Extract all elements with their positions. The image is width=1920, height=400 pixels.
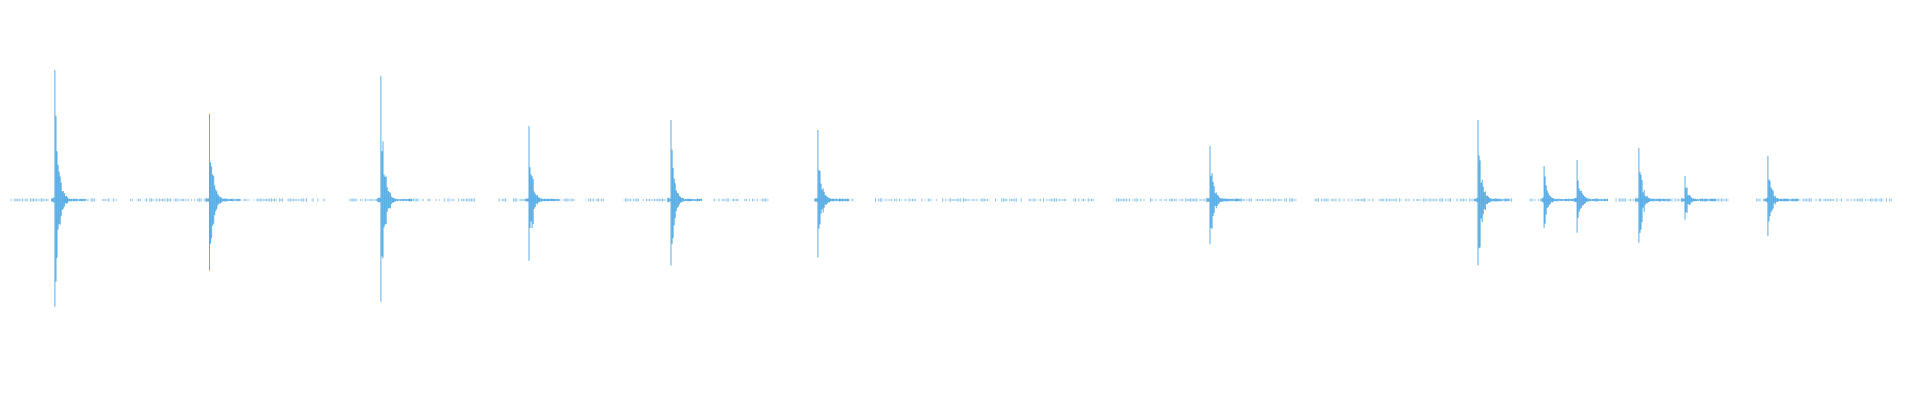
noise-segment	[1314, 198, 1374, 202]
transient-spike	[51, 70, 86, 307]
transient-spike	[377, 76, 412, 302]
transient-spike	[1681, 176, 1716, 220]
noise-segment	[713, 198, 770, 202]
transient-spike	[205, 114, 241, 271]
noise-segment	[585, 198, 604, 202]
transient-spike	[1764, 156, 1799, 237]
transient-spike	[525, 126, 560, 261]
transient-spike	[814, 130, 849, 258]
transient-spike	[1573, 160, 1608, 233]
transient-spike	[1474, 120, 1509, 266]
transient-spike	[1635, 148, 1670, 243]
transient-spike	[667, 120, 702, 266]
noise-segment	[875, 198, 1094, 202]
noise-segment	[498, 198, 575, 202]
transient-spike	[1540, 166, 1575, 228]
noise-segment	[1113, 198, 1297, 202]
transient-spike	[1206, 146, 1241, 245]
noise-segment	[427, 198, 476, 202]
